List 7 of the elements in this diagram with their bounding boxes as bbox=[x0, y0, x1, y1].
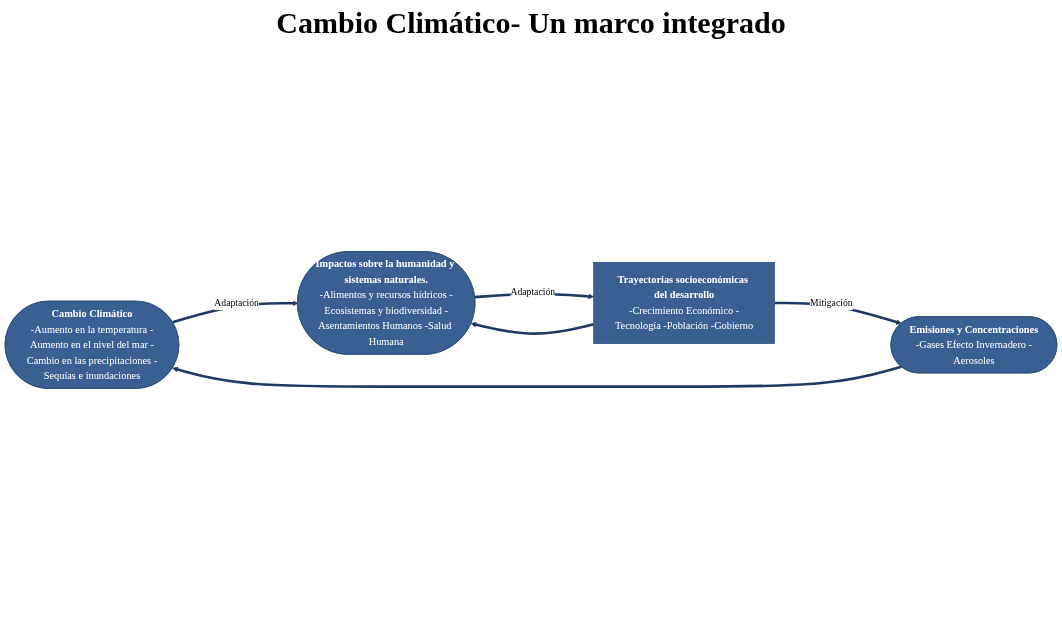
arrow bbox=[470, 321, 594, 335]
edge-label: Adaptación bbox=[510, 286, 556, 298]
diagram-title: Cambio Climático- Un marco integrado bbox=[275, 6, 787, 40]
edge-label: Adaptación bbox=[214, 297, 259, 308]
edge-label: Mitigación bbox=[810, 297, 853, 308]
arrow bbox=[172, 365, 902, 388]
node-box: Trayectorias socioeconómicas del desarrollo -Crecimiento Económico -Tecnología -Población -Gobierno bbox=[593, 261, 775, 344]
